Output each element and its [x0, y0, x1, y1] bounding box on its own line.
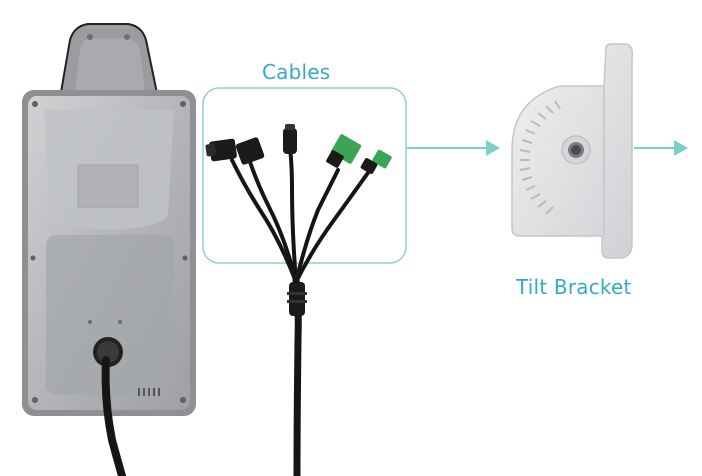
screw-icon: [87, 34, 93, 40]
connector-rj45-2: [235, 137, 265, 165]
tilt-bracket-label: Tilt Bracket: [516, 275, 632, 299]
connector-dc-power: [283, 124, 297, 154]
screw-icon: [32, 397, 38, 403]
screw-icon: [30, 255, 36, 261]
cable-harness: [202, 87, 407, 476]
screw-icon: [124, 34, 130, 40]
cables-frame: [202, 87, 407, 264]
tilt-bracket: [511, 43, 634, 259]
screw-icon: [88, 320, 92, 324]
vent-slots: [138, 388, 160, 396]
device-lower-panel: [46, 235, 174, 395]
screw-icon: [118, 320, 122, 324]
screw-icon: [182, 255, 188, 261]
connector-terminal-block-small: [360, 149, 392, 174]
mount-plate-inner: [74, 38, 146, 98]
screw-icon: [180, 101, 186, 107]
screw-icon: [180, 397, 186, 403]
device-cable: [101, 356, 126, 476]
connector-terminal-block-large: [326, 134, 362, 168]
device-label-area: [77, 164, 139, 208]
cable-splitter: [289, 282, 305, 316]
bracket-teeth: [519, 100, 561, 215]
cables-label: Cables: [262, 60, 331, 84]
screw-icon: [32, 101, 38, 107]
connector-rj45-1: [205, 138, 237, 162]
arrow-right-icon: [634, 140, 688, 156]
arrow-right-icon: [407, 140, 500, 156]
device-back-panel: [22, 23, 196, 476]
